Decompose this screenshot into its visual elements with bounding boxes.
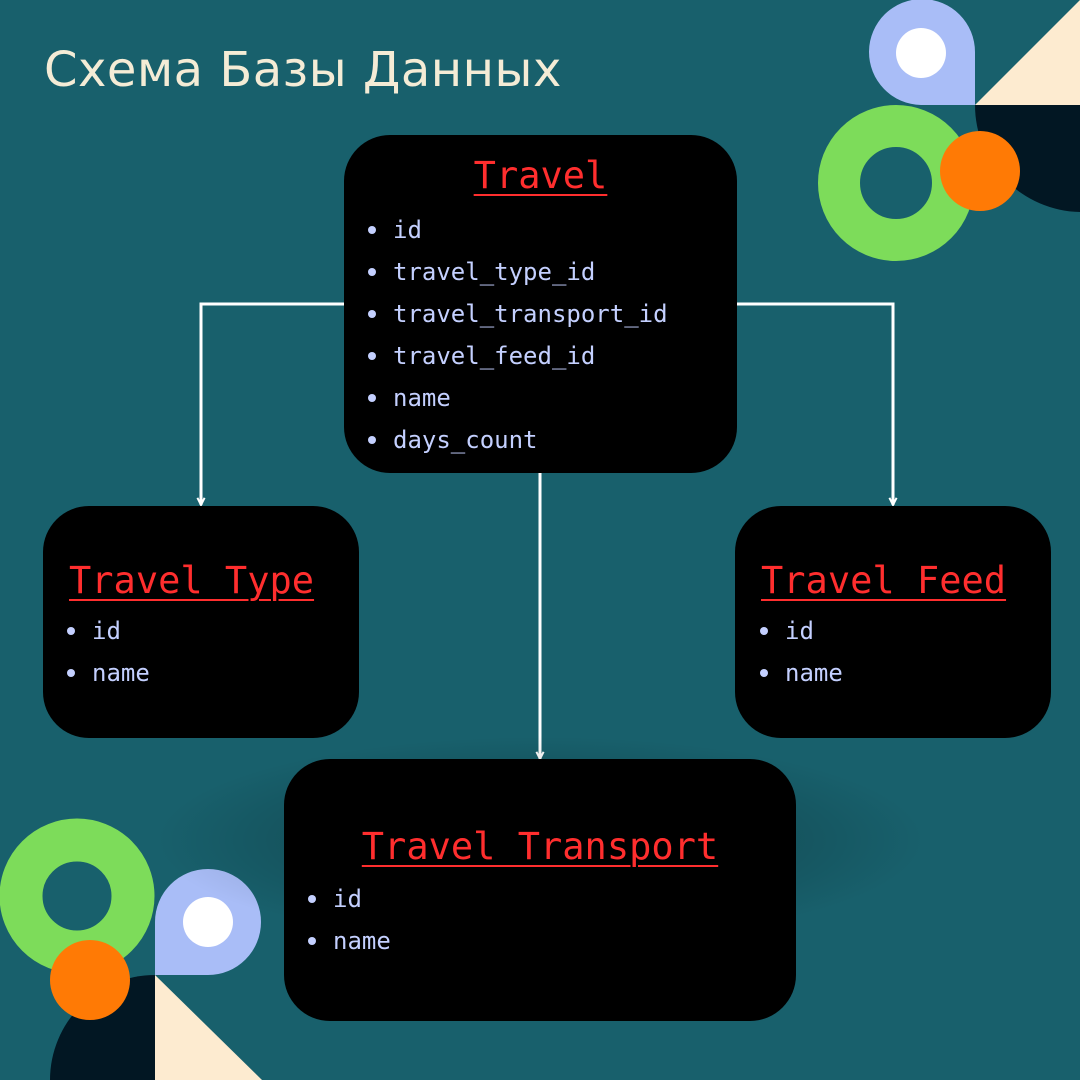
field-item: name [308,920,391,962]
white-dot-shape [183,897,233,947]
field-list: id name [67,610,150,694]
field-list: id name [308,878,391,962]
field-item: name [760,652,843,694]
table-name: Travel Type [69,559,315,602]
table-travel-type: Travel Type id name [43,506,359,738]
field-item: id [308,878,391,920]
field-item: id [368,209,668,251]
field-item: id [760,610,843,652]
table-travel-feed: Travel Feed id name [735,506,1051,738]
orange-circle-shape [940,131,1020,211]
table-name: Travel [473,154,608,197]
field-list: id travel_type_id travel_transport_id tr… [368,209,668,461]
field-list: id name [760,610,843,694]
field-item: name [368,377,668,419]
field-item: travel_feed_id [368,335,668,377]
field-item: travel_transport_id [368,293,668,335]
field-item: days_count [368,419,668,461]
table-travel: Travel id travel_type_id travel_transpor… [344,135,737,473]
page-title: Схема Базы Данных [44,42,562,98]
white-dot-shape [896,28,946,78]
orange-circle-shape [50,940,130,1020]
navy-quarter-circle-shape [50,975,155,1080]
relation-arrow-travel-feed [736,302,893,505]
relation-arrow-travel-type [201,302,344,505]
table-name: Travel Feed [761,559,1007,602]
field-item: id [67,610,150,652]
cream-triangle-shape [155,975,262,1080]
field-item: name [67,652,150,694]
table-travel-transport: Travel Transport id name [284,759,796,1021]
table-name: Travel Transport [361,825,719,868]
cream-triangle-shape [975,0,1080,105]
field-item: travel_type_id [368,251,668,293]
navy-quarter-circle-shape [975,105,1080,212]
